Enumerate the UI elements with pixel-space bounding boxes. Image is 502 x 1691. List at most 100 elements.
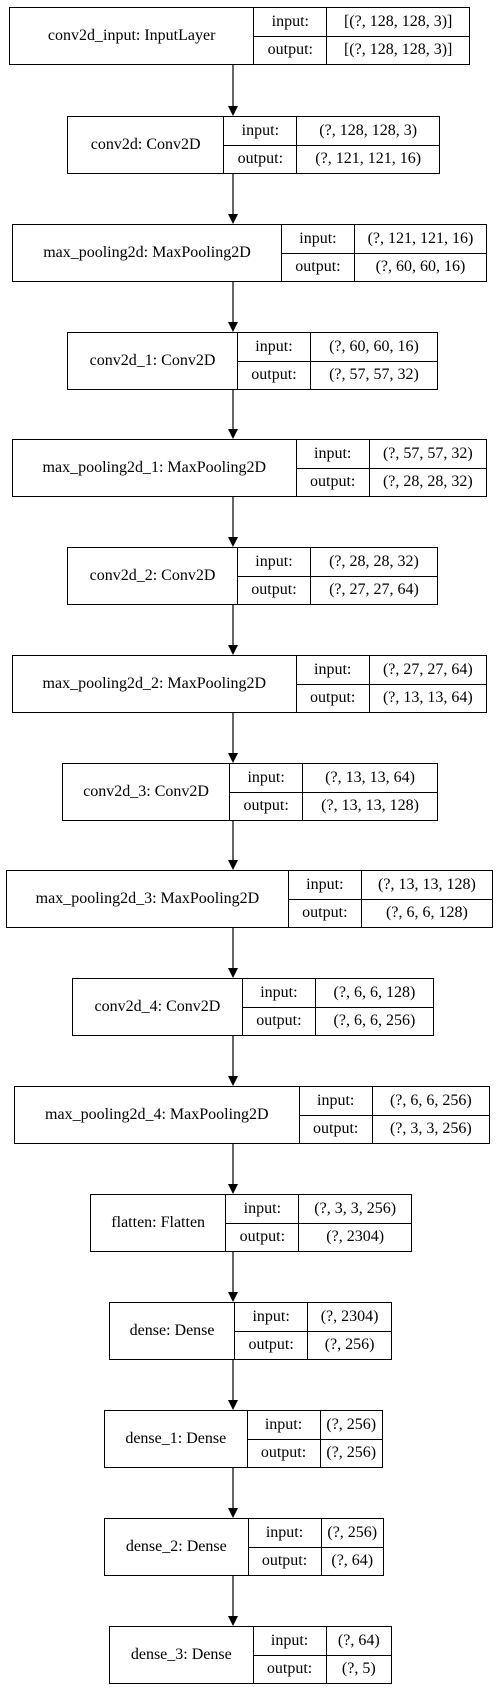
- arrowhead-icon: [228, 1292, 238, 1302]
- input-shape: (?, 13, 13, 64): [325, 768, 415, 786]
- output-label: output:: [254, 1655, 327, 1683]
- arrowhead-icon: [228, 322, 238, 332]
- layer-name: conv2d: Conv2D: [68, 117, 225, 173]
- output-shape: (?, 27, 27, 64): [329, 581, 419, 599]
- arrowhead-icon: [228, 1076, 238, 1086]
- output-label: output:: [249, 1547, 322, 1575]
- layer-name: conv2d_1: Conv2D: [68, 333, 238, 389]
- layer-name: max_pooling2d_4: MaxPooling2D: [15, 1087, 300, 1143]
- layer-name: conv2d_3: Conv2D: [63, 764, 231, 820]
- input-label: input:: [297, 440, 370, 468]
- layer-io-table: input:(?, 6, 6, 128)output:(?, 6, 6, 256…: [242, 979, 433, 1035]
- layer-io-table: input:(?, 128, 128, 3)output:(?, 121, 12…: [224, 117, 439, 173]
- output-row: output:(?, 13, 13, 128): [230, 791, 437, 820]
- output-shape: (?, 6, 6, 256): [333, 1012, 416, 1030]
- input-row: input:(?, 6, 6, 128): [243, 979, 433, 1007]
- input-label: input:: [254, 1627, 327, 1655]
- input-shape: [(?, 128, 128, 3)]: [343, 12, 453, 30]
- input-shape: (?, 27, 27, 64): [382, 660, 473, 678]
- layer-name: max_pooling2d_2: MaxPooling2D: [13, 656, 297, 712]
- input-row: input: (?, 6, 6, 256): [300, 1087, 489, 1115]
- arrowhead-icon: [228, 860, 238, 870]
- input-label: input:: [300, 1087, 373, 1115]
- input-label: input:: [238, 333, 311, 361]
- input-label: input:: [297, 656, 370, 684]
- output-shape: (?, 121, 121, 16): [315, 150, 422, 168]
- input-shape: (?, 28, 28, 32): [329, 552, 419, 570]
- output-shape: (?, 5): [341, 1660, 376, 1678]
- output-label: output:: [238, 361, 311, 389]
- layer-io-table: input:(?, 3, 3, 256)output: (?, 2304): [226, 1195, 411, 1251]
- output-row: output: (?, 121, 121, 16): [224, 144, 439, 173]
- input-label: input:: [282, 225, 355, 253]
- input-shape: (?, 6, 6, 256): [389, 1091, 472, 1109]
- input-row: input:(?, 121, 121, 16): [282, 225, 486, 253]
- layer-name: dense: Dense: [110, 1303, 236, 1359]
- input-label: input:: [226, 1195, 300, 1223]
- output-label: output:: [297, 468, 370, 496]
- layer-io-table: input:(?, 57, 57, 32)output:(?, 28, 28, …: [296, 440, 486, 496]
- input-row: input:(?, 64): [254, 1627, 391, 1655]
- output-label: output:: [248, 1439, 321, 1467]
- input-shape: (?, 128, 128, 3): [319, 121, 418, 139]
- input-label: input:: [254, 8, 328, 36]
- input-label: input:: [230, 764, 304, 792]
- output-shape: (?, 57, 57, 32): [329, 366, 419, 384]
- output-row: output: (?, 5): [253, 1654, 391, 1683]
- output-label: output:: [289, 899, 362, 927]
- input-row: input:(?, 13, 13, 128): [289, 871, 492, 899]
- layer-name: max_pooling2d: MaxPooling2D: [13, 225, 282, 281]
- output-label: output:: [297, 684, 370, 712]
- output-row: output: (?, 27, 27, 64): [237, 575, 437, 604]
- output-shape: (?, 6, 6, 128): [386, 904, 468, 922]
- layer-io-table: input:[(?, 128, 128, 3)]output:[(?, 128,…: [254, 8, 469, 64]
- output-label: output:: [226, 1223, 300, 1251]
- input-row: input:(?, 256): [248, 1411, 382, 1439]
- output-shape: (?, 64): [331, 1552, 374, 1570]
- layer-io-table: input:(?, 28, 28, 32)output:(?, 27, 27, …: [237, 548, 437, 604]
- output-shape: (?, 2304): [326, 1228, 385, 1246]
- layer-io-table: input:(?, 2304)output:(?, 256): [235, 1303, 391, 1359]
- input-row: input:(?, 60, 60, 16): [238, 333, 437, 361]
- output-row: output: (?, 256): [247, 1438, 382, 1467]
- input-shape: (?, 13, 13, 128): [378, 875, 476, 893]
- output-row: output: (?, 57, 57, 32): [237, 360, 437, 389]
- input-row: input: [(?, 128, 128, 3)]: [254, 8, 469, 36]
- arrowhead-icon: [228, 1616, 238, 1626]
- layer-name: conv2d_2: Conv2D: [68, 548, 238, 604]
- output-shape: (?, 256): [326, 1444, 377, 1462]
- output-row: output:(?, 28, 28, 32): [296, 467, 486, 496]
- output-row: output:(?, 3, 3, 256): [299, 1114, 489, 1143]
- output-label: output:: [224, 145, 298, 173]
- layer-io-table: input:(?, 256)output:(?, 64): [248, 1519, 383, 1575]
- layer-name: flatten: Flatten: [91, 1195, 227, 1251]
- output-label: output:: [282, 253, 355, 281]
- output-row: output: (?, 6, 6, 128): [288, 898, 492, 927]
- arrowhead-icon: [228, 753, 238, 763]
- input-label: input:: [248, 1411, 321, 1439]
- input-row: input:(?, 57, 57, 32): [297, 440, 486, 468]
- input-label: input:: [243, 979, 316, 1007]
- output-label: output:: [300, 1115, 373, 1143]
- layer-io-table: input:(?, 13, 13, 128)output: (?, 6, 6, 1…: [288, 871, 492, 927]
- layer-name: dense_3: Dense: [110, 1627, 254, 1683]
- input-row: input:(?, 3, 3, 256): [226, 1195, 411, 1223]
- output-label: output:: [238, 576, 311, 604]
- input-shape: (?, 2304): [320, 1307, 379, 1325]
- layer-name: max_pooling2d_1: MaxPooling2D: [13, 440, 297, 496]
- arrowhead-icon: [228, 214, 238, 224]
- input-row: input:(?, 2304): [235, 1303, 391, 1331]
- layer-io-table: input:(?, 121, 121, 16)output:(?, 60, 60…: [281, 225, 486, 281]
